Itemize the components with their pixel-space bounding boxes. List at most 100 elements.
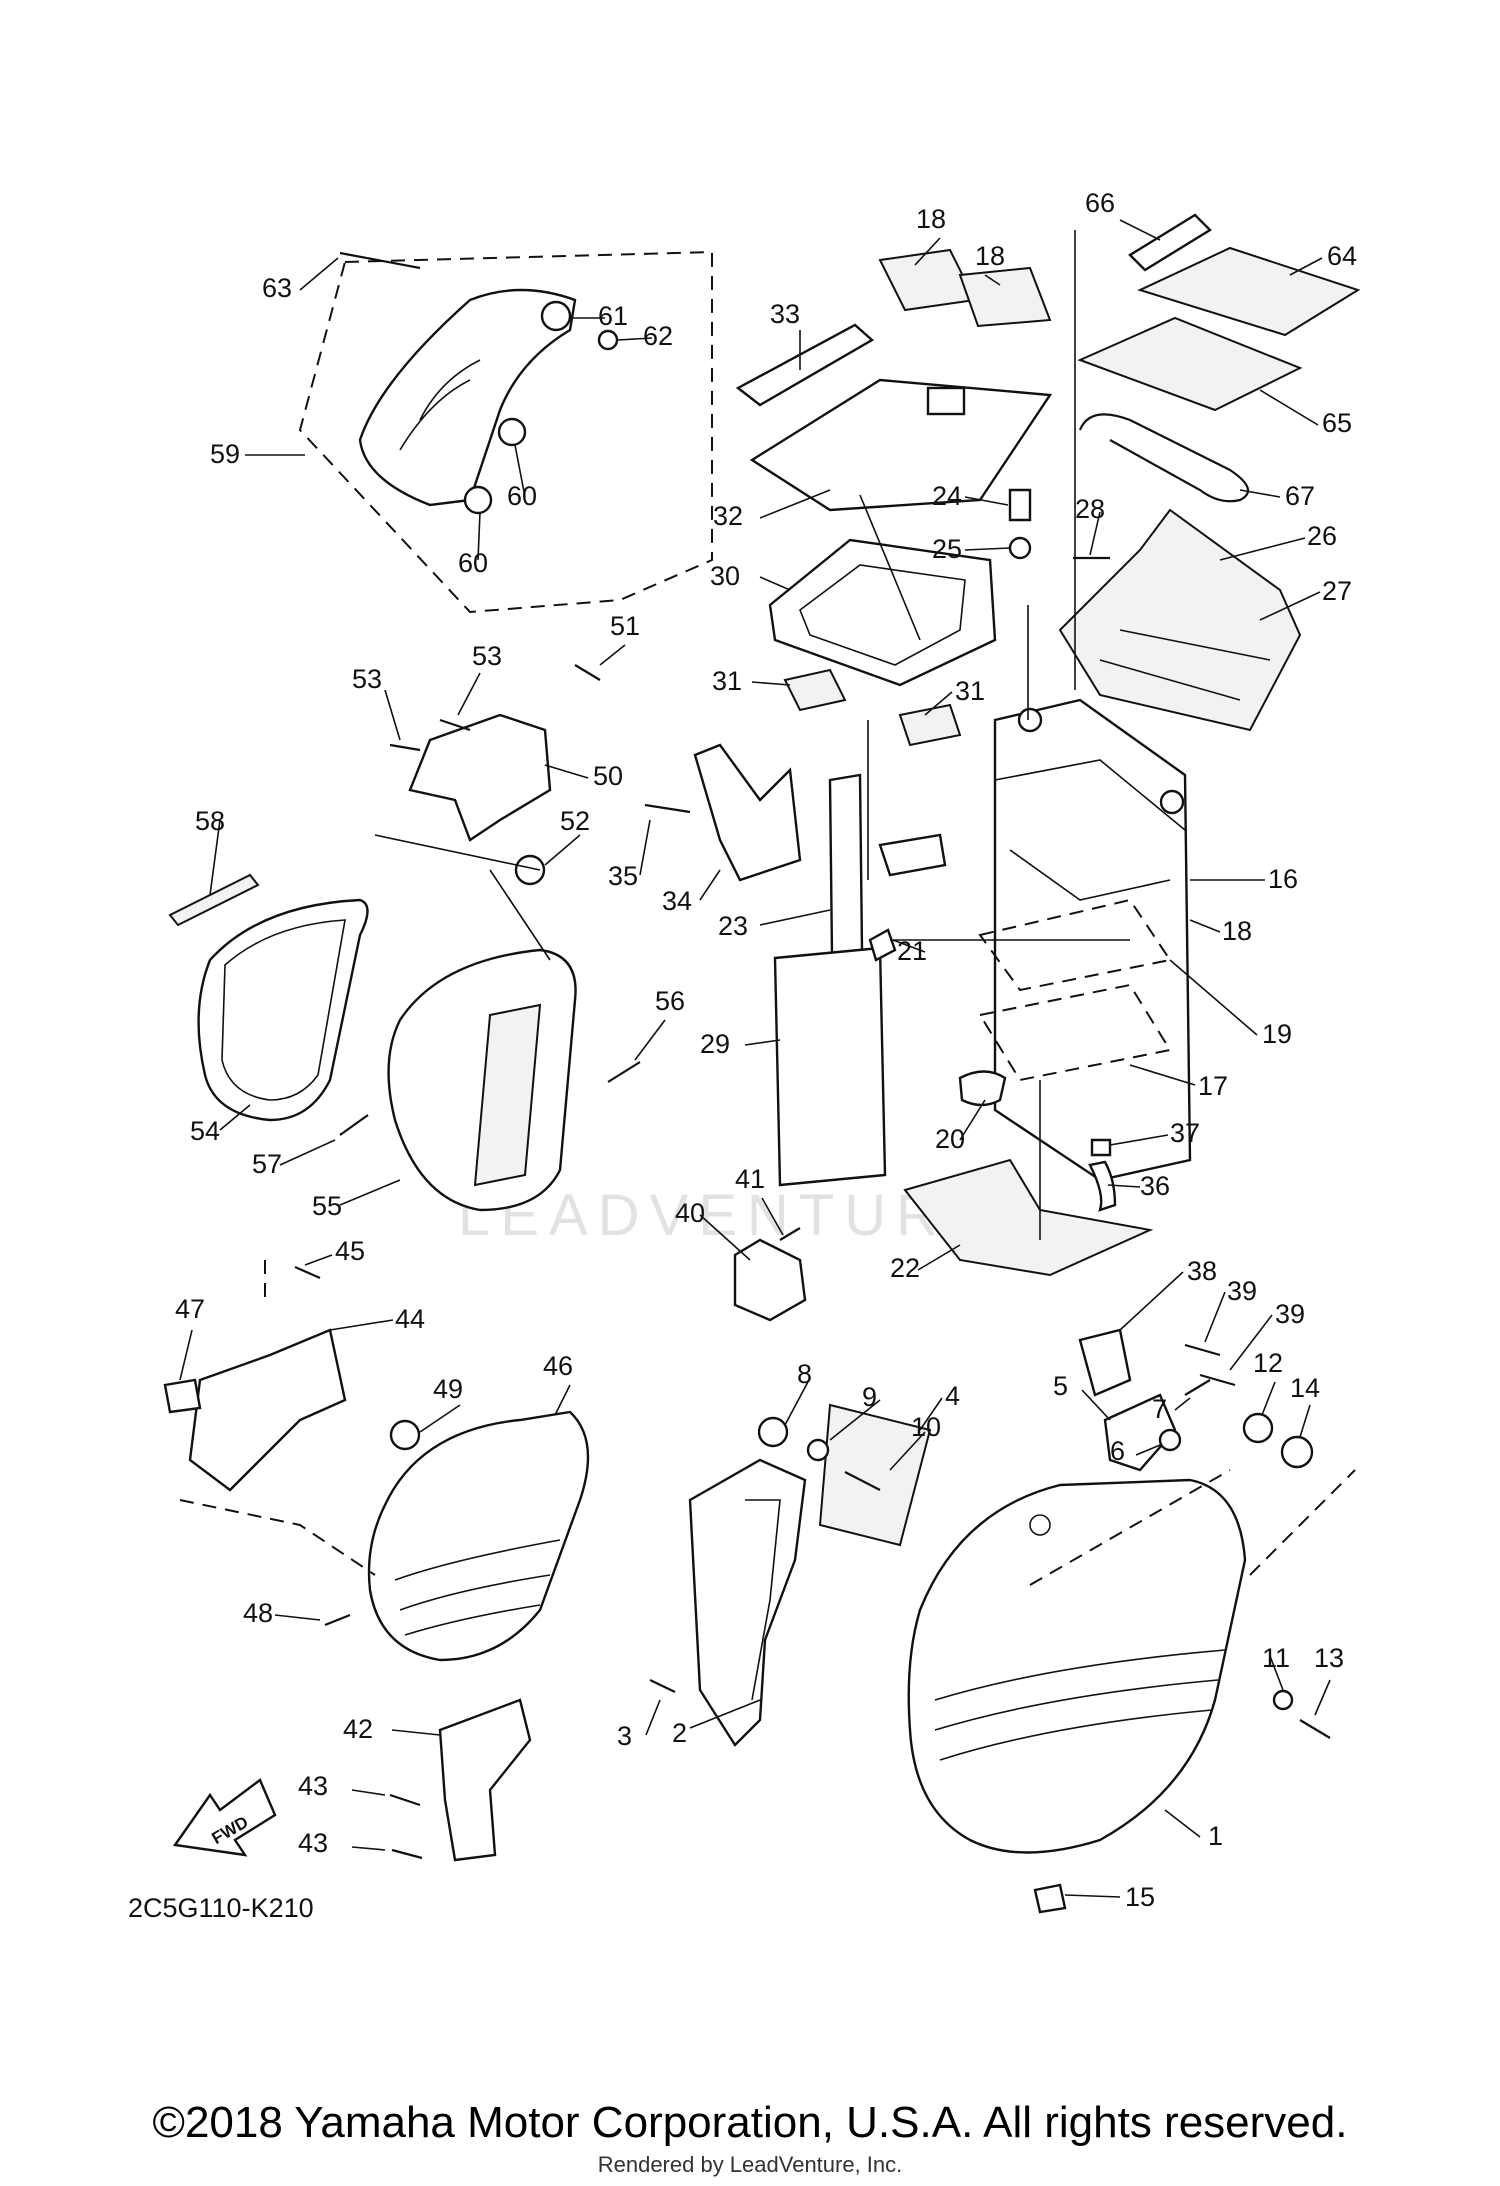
lock-5	[1103, 1393, 1177, 1472]
bracket-44	[188, 1328, 347, 1492]
diagram-code: 2C5G110-K210	[128, 1893, 314, 1923]
bolt-53-a	[439, 718, 471, 732]
part-label-50: 50	[593, 761, 623, 791]
part-label-54: 54	[190, 1116, 220, 1146]
side-cover-59	[358, 288, 577, 507]
bolt-39-a	[1184, 1343, 1221, 1357]
bracket-42	[438, 1698, 532, 1862]
grommet-52	[514, 854, 546, 886]
part-label-24: 24	[932, 481, 962, 511]
part-label-57: 57	[252, 1149, 282, 1179]
cover-55-louver	[473, 1003, 542, 1187]
part-label-12: 12	[1253, 1348, 1283, 1378]
grommet-49	[389, 1419, 421, 1451]
part-label-25: 25	[932, 534, 962, 564]
leader-lines	[179, 219, 1331, 1898]
part-label-53-a: 53	[472, 641, 502, 671]
tool-bag-64	[1137, 246, 1361, 337]
grommet-25	[1008, 536, 1032, 560]
bolt-43-b	[391, 1848, 423, 1860]
part-label-15: 15	[1125, 1882, 1155, 1912]
copyright-notice: ©2018 Yamaha Motor Corporation, U.S.A. A…	[152, 2098, 1348, 2147]
collar-62	[597, 329, 619, 351]
box-post	[1017, 707, 1043, 733]
battery-cover-32	[749, 378, 1053, 512]
part-label-5: 5	[1053, 1371, 1068, 1401]
bolt-3	[649, 1679, 676, 1693]
bolt-39-b	[1199, 1373, 1236, 1387]
part-label-67: 67	[1285, 481, 1315, 511]
part-label-7: 7	[1152, 1394, 1167, 1424]
part-label-17: 17	[1198, 1071, 1228, 1101]
part-label-42: 42	[343, 1714, 373, 1744]
screw-57	[339, 1114, 369, 1136]
part-label-37: 37	[1170, 1118, 1200, 1148]
part-label-30: 30	[710, 561, 740, 591]
emblem-58	[168, 873, 260, 927]
part-label-2: 2	[672, 1718, 687, 1748]
grommet-60b	[463, 485, 493, 515]
clip-15	[1033, 1883, 1067, 1914]
part-label-3: 3	[617, 1721, 632, 1751]
washer-6	[1158, 1428, 1182, 1452]
bolt-41	[779, 1227, 801, 1241]
part-label-23: 23	[718, 911, 748, 941]
part-label-22: 22	[890, 1253, 920, 1283]
part-labels: 1 2 3 4 5 6 7 8 9 10 11 12 13 14 15 16 1…	[175, 188, 1357, 1912]
watermark-text: LEADVENTURE	[458, 1183, 997, 1248]
damper-20	[958, 1070, 1007, 1107]
part-label-19: 19	[1262, 1019, 1292, 1049]
washer-9	[806, 1438, 830, 1462]
part-label-55: 55	[312, 1191, 342, 1221]
bolt-48	[324, 1613, 351, 1627]
part-label-1: 1	[1208, 1821, 1223, 1851]
emblem-4	[818, 1403, 932, 1547]
part-label-64: 64	[1327, 241, 1357, 271]
part-label-40: 40	[675, 1198, 705, 1228]
plate-29	[773, 946, 887, 1187]
part-label-52: 52	[560, 806, 590, 836]
part-label-47: 47	[175, 1294, 205, 1324]
part-label-4: 4	[945, 1381, 960, 1411]
collar-8	[757, 1416, 789, 1448]
cover-tab	[926, 386, 966, 416]
part-label-10: 10	[911, 1412, 941, 1442]
bolt-43-a	[389, 1793, 421, 1807]
part-label-6: 6	[1110, 1436, 1125, 1466]
part-label-49: 49	[433, 1374, 463, 1404]
bolt-51	[574, 664, 601, 681]
bolt-53-b	[389, 743, 421, 752]
battery-band-33	[735, 323, 875, 407]
part-label-33: 33	[770, 299, 800, 329]
part-label-65: 65	[1322, 408, 1352, 438]
part-label-60-b: 60	[458, 548, 488, 578]
clamp-47	[163, 1378, 202, 1414]
part-label-31-b: 31	[955, 676, 985, 706]
part-label-41: 41	[735, 1164, 765, 1194]
bracket-50	[408, 713, 552, 842]
case-26-27	[1058, 508, 1302, 732]
part-label-35: 35	[608, 861, 638, 891]
screw-21	[868, 928, 897, 962]
collar-12	[1242, 1412, 1274, 1444]
washer-11	[1272, 1689, 1294, 1711]
part-label-18-b: 18	[975, 241, 1005, 271]
bolt-35	[644, 803, 691, 814]
part-label-18-c: 18	[1222, 916, 1252, 946]
pad-31-a	[783, 668, 847, 712]
side-cover-1	[907, 1478, 1247, 1854]
grommet-14	[1280, 1435, 1314, 1469]
bracket-2	[688, 1458, 807, 1747]
part-label-29: 29	[700, 1029, 730, 1059]
stay-21-plate	[878, 833, 947, 877]
group-outline-59	[298, 250, 713, 614]
part-label-34: 34	[662, 886, 692, 916]
part-label-28: 28	[1075, 494, 1105, 524]
hose-36	[1088, 1160, 1117, 1212]
grommet-60a	[497, 417, 527, 447]
part-label-45: 45	[335, 1236, 365, 1266]
bolt-63	[339, 251, 421, 270]
part-label-36: 36	[1140, 1171, 1170, 1201]
part-label-56: 56	[655, 986, 685, 1016]
